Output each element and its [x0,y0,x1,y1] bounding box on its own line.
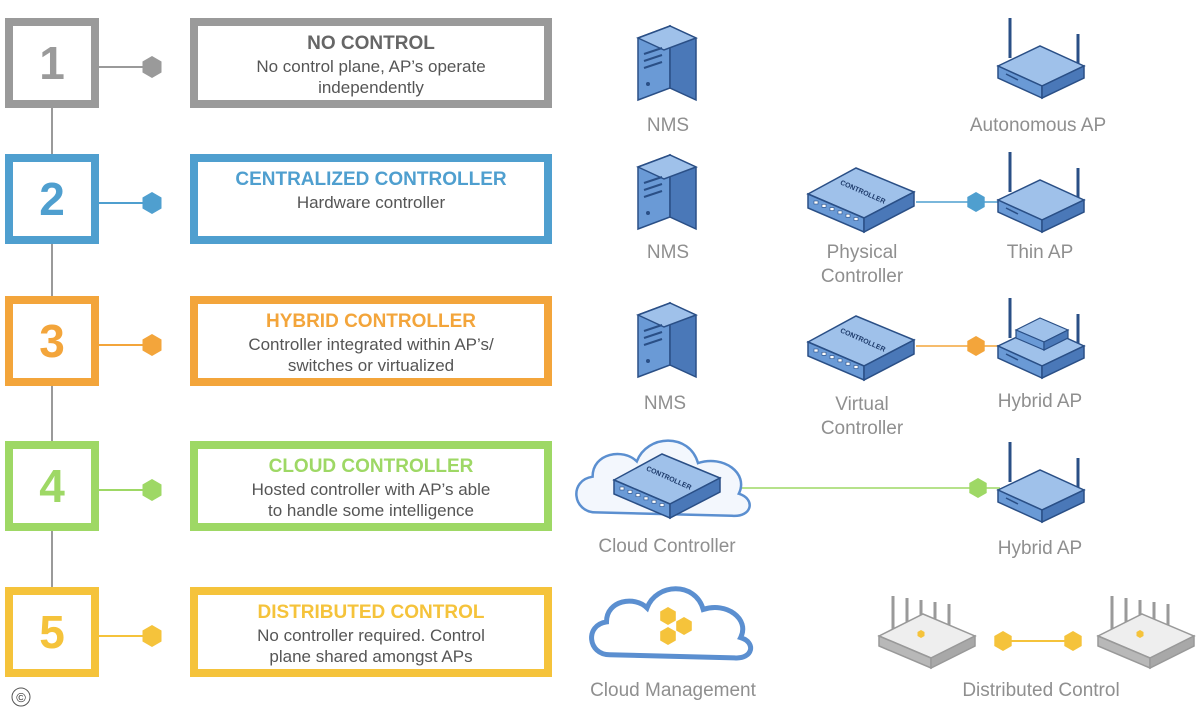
row1-nms-server-icon [636,24,698,102]
row5-cloud-hexagon-2-icon [676,617,692,635]
level-3-description-line-2: switches or virtualized [288,356,454,375]
level-4-description-line-1: Hosted controller with AP’s able [252,480,491,499]
level-5-description-line-1: No controller required. Control [257,626,485,645]
row4-link-hexagon-icon [969,478,987,498]
level-1-description-line-2: independently [318,78,424,97]
level-3-number: 3 [39,315,65,367]
level-2-title: CENTRALIZED CONTROLLER [235,169,507,190]
level-5-description-box [190,587,552,677]
row3-server-label: NMS [644,393,686,414]
level-5-row: 5 DISTRIBUTED CONTROL No controller requir… [5,587,552,677]
row5-cloud-hexagon-3-icon [660,627,676,645]
level-4-row: 4 CLOUD CONTROLLER Hosted controller with … [5,441,552,531]
level-3-hexagon-icon [142,334,162,356]
row4-cloud-label: Cloud Controller [598,536,736,557]
row3-link-hexagon-icon [967,336,985,356]
row3-embedded-controller-icon [1014,317,1070,351]
level-3-number-box [5,296,99,386]
level-2-number: 2 [39,173,65,225]
row2-physical-controller-icon: CONTROLLER [806,167,916,234]
row3-nms-server-icon [636,301,698,379]
device-labels: NMS Autonomous AP NMS Physical Controlle… [590,115,1120,701]
level-3-title: HYBRID CONTROLLER [266,311,476,332]
level-1-description-line-1: No control plane, AP’s operate [256,57,485,76]
row3-controller-label-line2: Controller [821,418,904,439]
level-2-description-box [190,154,552,244]
level-3-row: 3 HYBRID CONTROLLER Controller integrated … [5,296,552,386]
level-5-description-line-2: plane shared amongst APs [269,647,472,666]
row3-virtual-controller-icon: CONTROLLER [806,315,916,382]
copyright-mark: © [11,687,31,707]
row4-hybrid-ap-icon [996,442,1086,524]
level-2-hexagon-icon [142,192,162,214]
device-links-layer [724,192,1082,651]
level-1-row: 1 NO CONTROL No control plane, AP’s operat… [5,18,552,108]
row1-autonomous-ap-icon [996,18,1086,100]
level-5-number-box [5,587,99,677]
row5-ap-label: Distributed Control [962,680,1119,701]
row2-controller-label-line1: Physical [827,242,898,263]
row2-server-label: NMS [647,242,689,263]
level-1-number: 1 [39,37,65,89]
row5-cloud-management-icon [589,586,753,661]
level-2-description-line-1: Hardware controller [297,193,446,212]
level-1-description-box [190,18,552,108]
row3-ap-label: Hybrid AP [998,391,1082,412]
row2-ap-label: Thin AP [1007,242,1074,263]
level-1-title: NO CONTROL [307,33,435,54]
row2-nms-server-icon [636,153,698,231]
row5-link-hexagon-right-icon [1064,631,1082,651]
level-5-title: DISTRIBUTED CONTROL [258,602,485,623]
level-4-description-line-2: to handle some intelligence [268,501,474,520]
row4-cloud-hosted-controller-icon: CONTROLLER [612,453,722,520]
level-1-number-box [5,18,99,108]
row5-distributed-ap-left-icon [877,596,977,670]
row5-cloud-hexagon-1-icon [660,607,676,625]
row2-thin-ap-icon [996,152,1086,234]
row5-distributed-ap-right-icon [1096,596,1196,670]
row3-controller-label-line1: Virtual [835,394,889,415]
level-4-number: 4 [39,460,65,512]
level-3-description-box [190,296,552,386]
devices-layer: CONTROLLER CONTROLLER CONTROLLER [575,18,1196,670]
level-4-title: CLOUD CONTROLLER [269,456,474,477]
row5-link-hexagon-left-icon [994,631,1012,651]
level-4-hexagon-icon [142,479,162,501]
row3-hybrid-ap-icon [996,298,1086,380]
level-3-description-line-1: Controller integrated within AP’s/ [248,335,494,354]
levels-layer: 1 NO CONTROL No control plane, AP’s operat… [5,18,552,677]
level-4-number-box [5,441,99,531]
level-2-row: 2 CENTRALIZED CONTROLLER Hardware controll… [5,154,552,244]
level-4-description-box [190,441,552,531]
row4-ap-label: Hybrid AP [998,538,1082,559]
row2-controller-label-line2: Controller [821,266,904,287]
row1-server-label: NMS [647,115,689,136]
row5-cloud-shape [589,586,753,661]
copyright-symbol: © [16,690,26,705]
level-5-number: 5 [39,606,65,658]
row1-ap-label: Autonomous AP [970,115,1106,136]
level-5-hexagon-icon [142,625,162,647]
row5-cloud-label: Cloud Management [590,680,757,701]
row2-link-hexagon-icon [967,192,985,212]
level-2-number-box [5,154,99,244]
level-1-hexagon-icon [142,56,162,78]
